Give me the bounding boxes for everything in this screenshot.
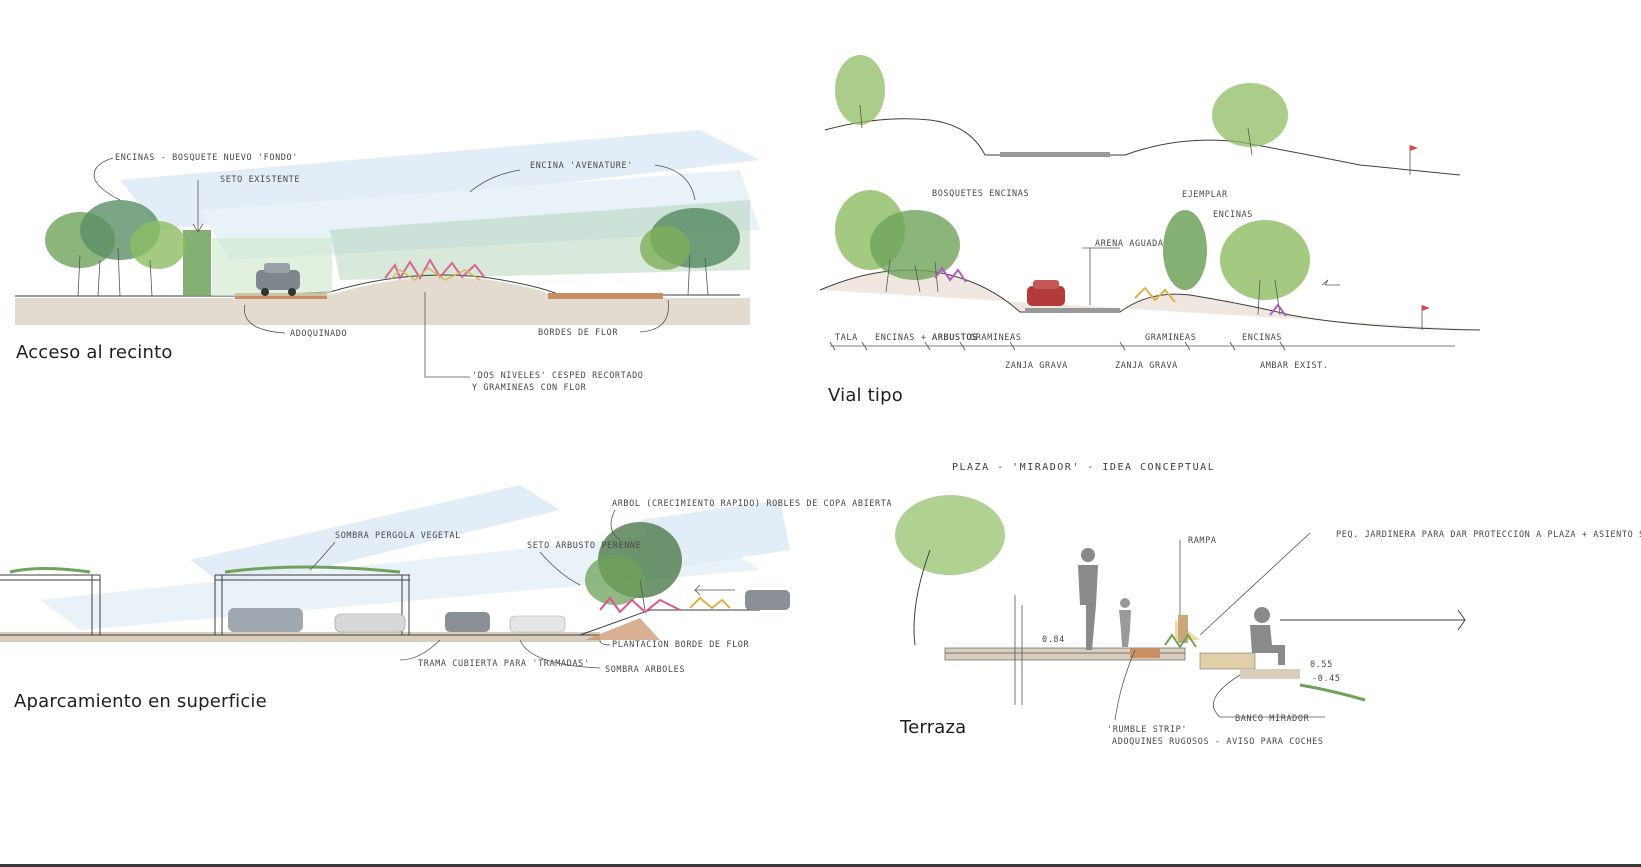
tree-cluster-left [45,200,186,297]
note-arena: ARENA AGUADA [1095,239,1164,249]
person-child-icon [1119,598,1131,647]
note-banco: BANCO MIRADOR [1235,714,1310,724]
pergola-right [214,565,410,635]
note-rumble: 'RUMBLE STRIP' [1107,725,1187,735]
section-aparcamiento-drawing: SOMBRA PERGOLA VEGETAL SETO ARBUSTO PERE… [0,485,892,700]
car-row [228,590,790,633]
level-2: 0.55 [1310,660,1333,670]
note-arbol: ARBOL (CRECIMIENTO RAPIDO) ROBLES DE COP… [612,499,892,509]
dim-zanja-2: ZANJA GRAVA [1115,361,1178,371]
person-adult-icon [1078,548,1098,650]
note-bordes-flor: BORDES DE FLOR [538,328,618,338]
caption-terraza: Terraza [900,717,967,738]
note-sombra-pergola: SOMBRA PERGOLA VEGETAL [335,531,461,541]
tree-cluster-right [640,208,740,296]
caption-acceso: Acceso al recinto [16,342,173,363]
car-icon [256,263,300,296]
note-gramineas: Y GRAMINEAS CON FLOR [472,383,587,393]
dim-tala: TALA [835,333,858,343]
note-seto-arbusto: SETO ARBUSTO PERENNE [527,541,641,551]
note-sombra-arboles: SOMBRA ARBOLES [605,665,685,675]
dim-encinas-2: ENCINAS [1242,333,1282,343]
note-rampa: RAMPA [1188,536,1217,546]
note-encina: ENCINA 'AVENATURE' [530,161,633,171]
note-dos-niveles: 'DOS NIVELES' CESPED RECORTADO [472,371,644,381]
caption-aparcamiento: Aparcamiento en superficie [14,691,267,712]
note-plantacion: PLANTACION BORDE DE FLOR [612,640,750,650]
note-bosquetes: BOSQUETES ENCINAS [932,189,1029,199]
bottom-border [0,864,1641,867]
section-vial-drawing: BOSQUETES ENCINAS ARENA AGUADA EJEMPLAR … [819,30,1520,375]
note-adoquines: ADOQUINES RUGOSOS - AVISO PARA COCHES [1112,737,1324,747]
note-adoquinado: ADOQUINADO [290,329,347,339]
dim-zanja-1: ZANJA GRAVA [1005,361,1068,371]
dim-gramineas-2: GRAMINEAS [1145,333,1196,343]
section-acceso-drawing: ENCINAS - BOSQUETE NUEVO 'FONDO' SETO EX… [0,120,790,420]
dim-arbustos: ARBUSTOS [932,333,978,343]
terraza-title-note: PLAZA - 'MIRADOR' - IDEA CONCEPTUAL [952,462,1215,473]
level-3: -0.45 [1312,674,1341,684]
note-ejemplar: EJEMPLAR [1182,190,1228,200]
caption-vial: Vial tipo [828,385,903,406]
pergola-left [0,567,101,635]
note-encinas-fondo: ENCINAS - BOSQUETE NUEVO 'FONDO' [115,153,298,163]
person-seated-icon [1250,607,1285,665]
car-red-icon [1027,280,1065,306]
section-terraza-drawing: PLAZA - 'MIRADOR' - IDEA CONCEPTUAL [895,455,1641,790]
note-jardinera: PEQ. JARDINERA PARA DAR PROTECCION A PLA… [1336,530,1641,540]
note-trama: TRAMA CUBIERTA PARA 'TRAMADAS' [418,659,590,669]
dim-encinas-arbustos: ENCINAS + ARBUSTOS [875,333,978,343]
level-1: 0.84 [1042,635,1065,645]
note-encinas: ENCINAS [1213,210,1253,220]
dim-gramineas-1: GRAMINEAS [970,333,1021,343]
dim-ambar: AMBAR EXIST. [1260,361,1329,371]
note-seto-existente: SETO EXISTENTE [220,175,300,185]
